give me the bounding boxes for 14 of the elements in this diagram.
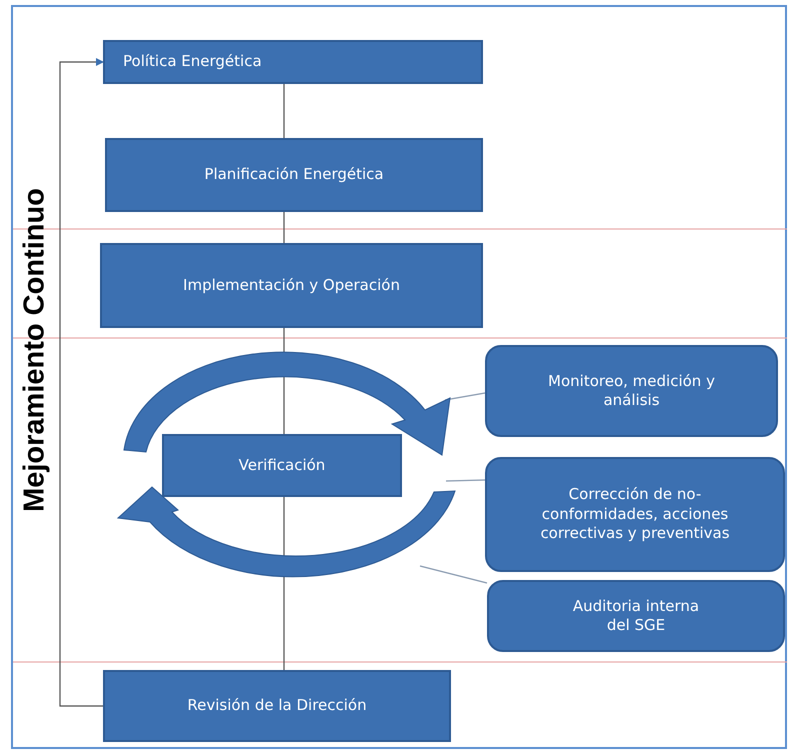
process-box: Verificación (162, 434, 402, 497)
leader-line (446, 479, 486, 482)
side-label: Mejoramiento Continuo (18, 188, 52, 512)
connector-line (283, 84, 285, 138)
connector-line (283, 212, 285, 243)
activity-box: Corrección de no-conformidades, acciones correctivas y preventivas (485, 457, 785, 572)
activity-box: Auditoria interna del SGE (487, 580, 785, 652)
process-box: Política Energética (103, 40, 483, 84)
activity-box: Monitoreo, medición y análisis (485, 345, 778, 437)
process-box: Revisión de la Dirección (103, 670, 451, 742)
process-box: Planificación Energética (105, 138, 483, 212)
feedback-arrow (59, 58, 104, 707)
process-box: Implementación y Operación (100, 243, 483, 328)
leader-line (420, 565, 488, 584)
